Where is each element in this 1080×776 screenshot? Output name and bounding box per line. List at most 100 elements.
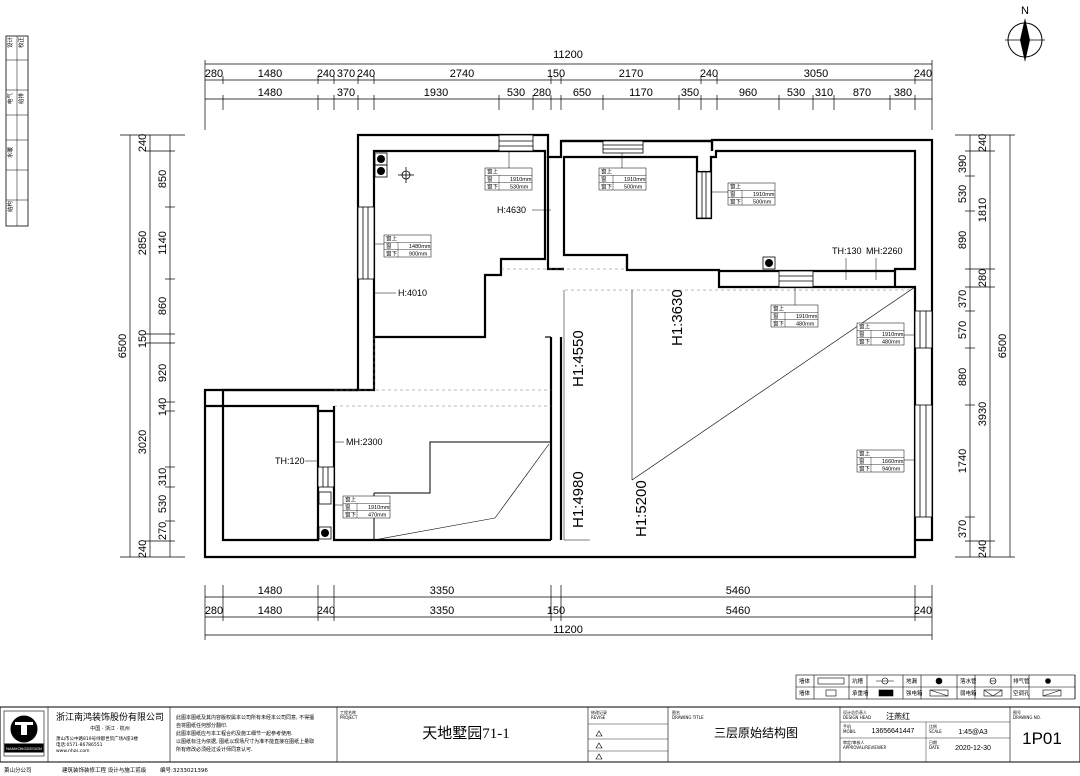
electric-box-icon <box>929 689 949 697</box>
dim-total-right: 6500 <box>997 334 1009 358</box>
wall-symbol-icon <box>817 677 845 685</box>
floor-drain-icon <box>935 677 943 685</box>
legend-label: 弱电箱 <box>960 689 977 697</box>
scale-value: 1:45@A3 <box>958 729 987 736</box>
drawing-number: 1P01 <box>1022 729 1062 748</box>
dim-label: 960 <box>739 87 757 99</box>
dim-label: 530 <box>507 87 525 99</box>
legend-label: 墙体 <box>799 689 811 697</box>
dim-label: 240 <box>914 68 932 80</box>
window-table-label: 窗上 <box>386 235 398 243</box>
window-table: 窗上 窗 1910mm 窗下 500mm <box>598 168 647 191</box>
dim-label: 280 <box>205 68 223 80</box>
title-block: NANHONGDESIGN <box>0 706 1080 763</box>
window-table-label: 窗 <box>859 330 865 338</box>
dim-label: 280 <box>977 269 989 287</box>
dim-label: 240 <box>977 134 989 152</box>
notice-line: 所有修改必须经过设计师同意认可. <box>176 746 253 753</box>
downpipe-icon <box>989 677 997 685</box>
notice-line: 自将图纸任何部分翻印. <box>176 722 228 729</box>
window-table-label: 窗下 <box>487 183 499 191</box>
dim-label: 920 <box>157 364 169 382</box>
window-table-label: 窗下 <box>345 511 357 519</box>
dim-label: 370 <box>957 520 969 538</box>
window-table-label: 窗下 <box>859 338 871 346</box>
window-table-value: 1910mm <box>624 177 646 183</box>
revise-label-en: REVISE <box>591 715 606 720</box>
top-dimensions <box>204 60 933 130</box>
dim-label: 350 <box>681 87 699 99</box>
notice-line: 此图本图纸应与本工程合约及施工细节一起参考使用. <box>176 730 293 737</box>
drain-icon <box>318 491 332 505</box>
dim-label: 370 <box>957 290 969 308</box>
review-strip: 设计 校正 电气 给排 水暖 结构 <box>5 35 29 227</box>
strip-label: 结构 <box>6 200 14 212</box>
height-label: MH:2300 <box>346 437 383 447</box>
wall-symbol-icon <box>825 689 837 697</box>
window-table-label: 窗上 <box>730 183 742 191</box>
window-table-value: 1480mm <box>409 244 431 250</box>
dim-label: 280 <box>533 87 551 99</box>
window-table-value: 940mm <box>882 467 901 473</box>
legend-label: 强电箱 <box>906 689 923 697</box>
dim-label: 5460 <box>726 605 750 617</box>
window-table-label: 窗下 <box>773 320 785 328</box>
north-label: N <box>1021 5 1029 17</box>
window-table-value: 1910mm <box>368 505 390 511</box>
bottom-dimension-labels: 1480 3350 5460 280 1480 240 3350 150 546… <box>205 585 932 636</box>
legend <box>795 674 1076 700</box>
strip-label: 水暖 <box>6 146 14 158</box>
legend-label: 地漏 <box>906 677 918 685</box>
dim-label: 3350 <box>430 585 454 597</box>
designer-name: 汪燕红 <box>886 711 910 721</box>
dim-label: 240 <box>317 605 335 617</box>
approval-label: 审定/审核人 <box>843 739 864 745</box>
window-table: 窗上 窗 1910mm 窗下 470mm <box>342 496 391 519</box>
branch-name: 萧山分公司 <box>4 766 32 774</box>
drawing-label-en: DRAWING TITLE <box>672 715 704 720</box>
date-label: 日期 <box>929 739 937 745</box>
drain-icon <box>762 256 776 270</box>
strip-label: 设计 <box>6 36 14 48</box>
window-table-label: 窗 <box>487 175 493 183</box>
right-dimension-labels: 6500 240 1810 280 3930 240 390 530 890 3… <box>957 134 1009 558</box>
dim-label: 860 <box>157 297 169 315</box>
window-table-label: 窗 <box>859 457 865 465</box>
dim-label: 370 <box>337 87 355 99</box>
designer-label-en: DESIGN HEAD <box>843 715 871 720</box>
window-table-value: 470mm <box>368 513 387 519</box>
windows <box>317 134 933 518</box>
branch-code: 编号:3233021396 <box>160 766 208 774</box>
dim-label: 3050 <box>804 68 828 80</box>
title-block-text: 浙江南鸿装饰股份有限公司 中国 · 浙江 · 杭州 萧山市公中路819号绿都世贸… <box>4 709 1062 774</box>
height-label: H:4630 <box>497 205 526 215</box>
dim-label: 1810 <box>977 198 989 222</box>
window-table: 窗上 窗 1480mm 窗下 900mm <box>383 235 432 258</box>
dim-label: 1170 <box>629 87 653 99</box>
dashed-openings <box>334 268 915 407</box>
drawing-title: 三层原始结构图 <box>714 725 798 740</box>
height-labels: H1:4550 H1:3630 H1:4980 H1:5200 H:4630 H… <box>275 205 903 537</box>
dim-label: 650 <box>573 87 591 99</box>
drain-icon <box>318 526 332 540</box>
north-compass-icon: N <box>1005 5 1045 62</box>
window-table-value: 1910mm <box>753 192 775 198</box>
drawing-no-label: 图号 <box>1013 709 1021 715</box>
date-value: 2020-12-30 <box>955 745 991 752</box>
drain-pipe-icon <box>1045 678 1051 684</box>
dim-label: 1480 <box>258 605 282 617</box>
pit-symbol-icon <box>876 677 894 685</box>
dim-label: 140 <box>157 398 169 416</box>
dim-label: 390 <box>957 155 969 173</box>
crosshair-icon <box>398 167 414 183</box>
window-table-value: 1910mm <box>796 314 818 320</box>
legend-label: 承重墙 <box>852 689 869 697</box>
drawing-no-label-en: DRAWING NO. <box>1013 715 1041 720</box>
dim-label: 1480 <box>258 585 282 597</box>
dim-label: 150 <box>547 605 565 617</box>
window-table-value: 500mm <box>753 200 772 206</box>
dim-label: 530 <box>157 495 169 513</box>
company-logo: NANHONGDESIGN <box>3 710 45 757</box>
dim-label: 240 <box>914 605 932 617</box>
window-table-label: 窗 <box>730 190 736 198</box>
